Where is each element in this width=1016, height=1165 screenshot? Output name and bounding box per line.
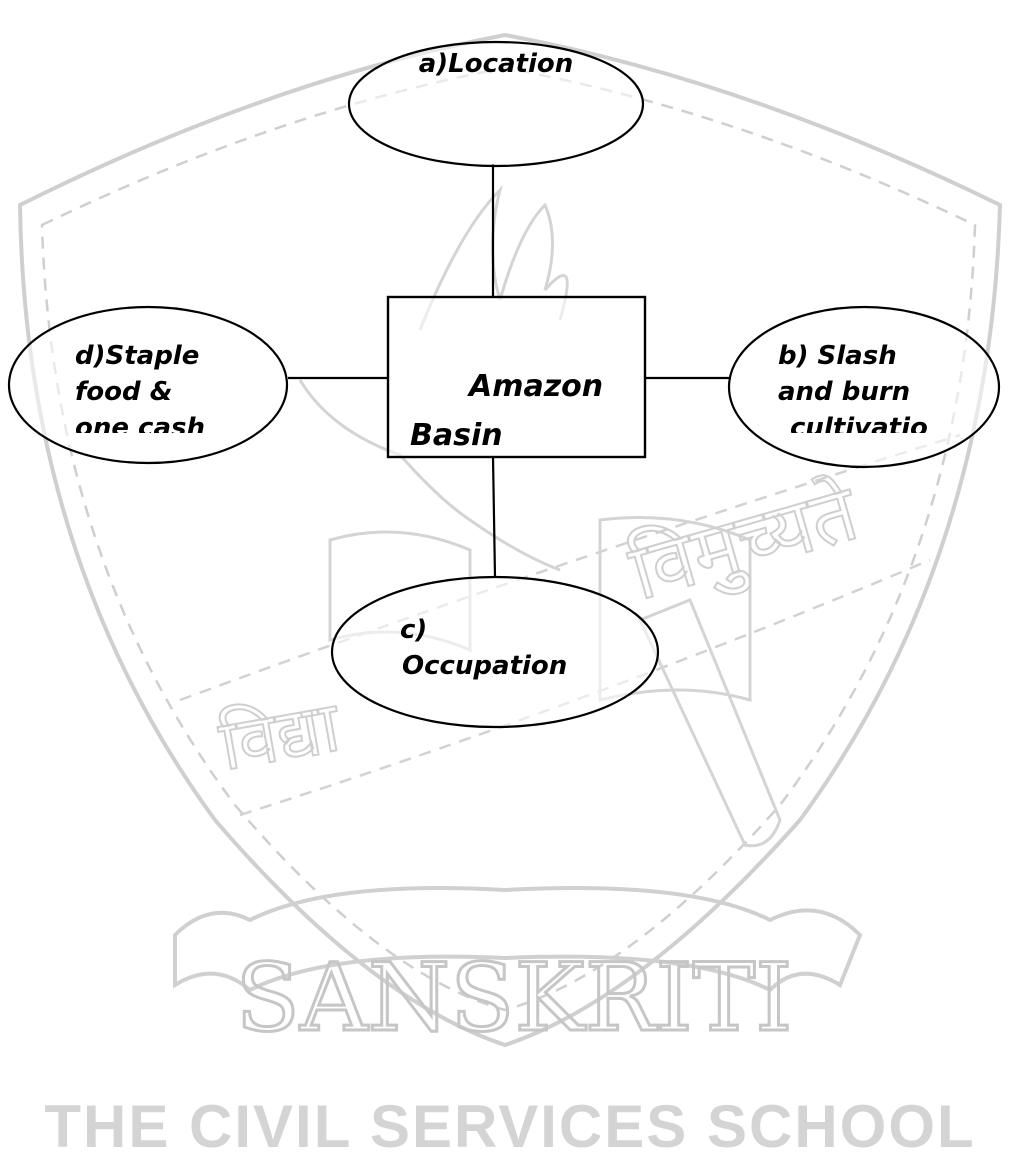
node-slash-burn-line-2: and burn <box>778 377 910 407</box>
center-box <box>386 295 647 459</box>
banner-word: SANSKRITI <box>236 944 793 1053</box>
node-slash-burn <box>727 305 1001 469</box>
torch <box>637 598 782 848</box>
ribbon-banner <box>173 886 863 993</box>
node-slash-burn-line-3: cultivatio <box>790 413 928 443</box>
center-label-line-1: Amazon <box>467 369 603 404</box>
book-right <box>598 516 752 702</box>
node-slash-burn-line-1: b) Slash <box>778 341 897 371</box>
node-location <box>347 40 645 168</box>
node-staple-food-line-1: d)Staple <box>75 341 199 371</box>
node-occupation-line-1: c) <box>400 615 427 645</box>
band-dashed-1 <box>179 433 961 702</box>
eagle-body <box>298 379 561 572</box>
node-staple-food <box>7 305 289 465</box>
school-line: THE CIVIL SERVICES SCHOOL <box>44 1093 975 1160</box>
node-occupation-line-2: Occupation <box>402 651 567 681</box>
shield-outline <box>17 32 1003 1048</box>
center-label-line-2: Basin <box>410 418 503 453</box>
node-staple-food-line-2: food & <box>75 377 172 407</box>
connector-bottom <box>491 456 497 578</box>
node-occupation <box>330 575 660 729</box>
eagle-wing-2 <box>498 202 569 321</box>
node-staple-food-line-3: one cash <box>75 413 205 443</box>
node-location-label: a)Location <box>419 49 574 79</box>
band-dashed-2 <box>239 558 931 817</box>
